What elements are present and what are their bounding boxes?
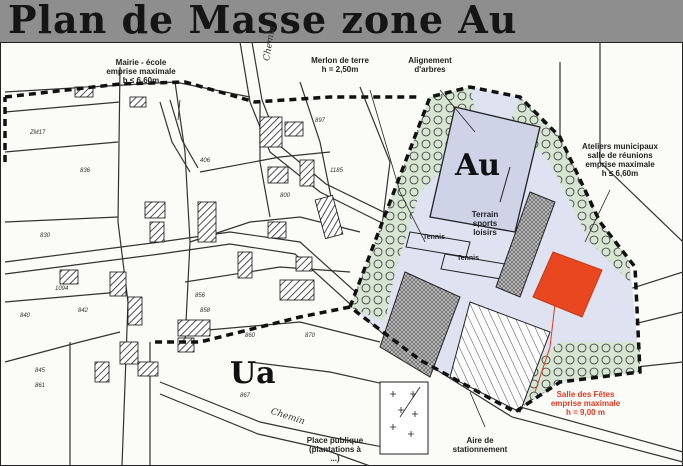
- zone-au-boundary: [347, 85, 642, 415]
- zone-ua-boundary: [3, 80, 420, 344]
- page-title: Plan de Masse zone Au: [8, 0, 518, 42]
- terrain-sports-field: [429, 106, 541, 233]
- svg-text:1094: 1094: [55, 286, 69, 292]
- cadastral-map: ZM17 836 830 406 897 1185 1094 842 840 856 858 8…: [0, 42, 683, 466]
- svg-text:858: 858: [200, 308, 211, 314]
- svg-text:406: 406: [200, 158, 211, 164]
- salle-des-fetes-building: [532, 251, 603, 318]
- parking-area: [449, 301, 551, 413]
- label-mairie-ecole: Mairie - école emprise maximale h ≤ 6,60…: [106, 58, 176, 85]
- svg-text:860: 860: [245, 333, 256, 339]
- svg-text:ZM17: ZM17: [29, 130, 46, 136]
- svg-text:1185: 1185: [330, 168, 344, 174]
- label-place-publique: Place publique (plantations à ...): [306, 436, 364, 463]
- svg-text:897: 897: [315, 118, 326, 124]
- svg-text:870: 870: [305, 333, 316, 339]
- zone-au-label: Au: [455, 148, 501, 183]
- label-aire-stationnement: Aire de stationnement: [452, 436, 508, 454]
- plantation-block-1: [495, 191, 556, 298]
- label-alignement-arbres: Alignement d'arbres: [408, 56, 452, 74]
- label-terrain-sports: Terrain sports loisirs: [471, 210, 499, 237]
- label-tennis-1: Tennis: [422, 234, 446, 241]
- svg-text:861: 861: [35, 383, 45, 389]
- green-circles-band-east: [510, 97, 630, 282]
- label-salle-des-fetes: Salle des Fêtes emprise maximale h = 9,0…: [550, 390, 621, 417]
- svg-text:800: 800: [280, 193, 291, 199]
- title-bar: Plan de Masse zone Au: [0, 0, 683, 42]
- label-tennis-2: Tennis: [456, 255, 480, 262]
- svg-text:840: 840: [20, 313, 31, 319]
- label-ateliers-municipaux: Ateliers municipaux salle de réunions em…: [581, 142, 659, 178]
- plantation-block-2: [379, 271, 461, 378]
- label-merlon-de-terre: Merlon de terre h = 2,50m: [311, 56, 369, 74]
- svg-text:845: 845: [35, 368, 46, 374]
- svg-text:842: 842: [78, 308, 89, 314]
- zone-ua-label: Ua: [230, 356, 276, 391]
- place-publique-plan: [379, 381, 429, 455]
- svg-text:856: 856: [195, 293, 206, 299]
- svg-text:830: 830: [40, 233, 51, 239]
- svg-text:867: 867: [240, 393, 251, 399]
- svg-text:836: 836: [80, 168, 91, 174]
